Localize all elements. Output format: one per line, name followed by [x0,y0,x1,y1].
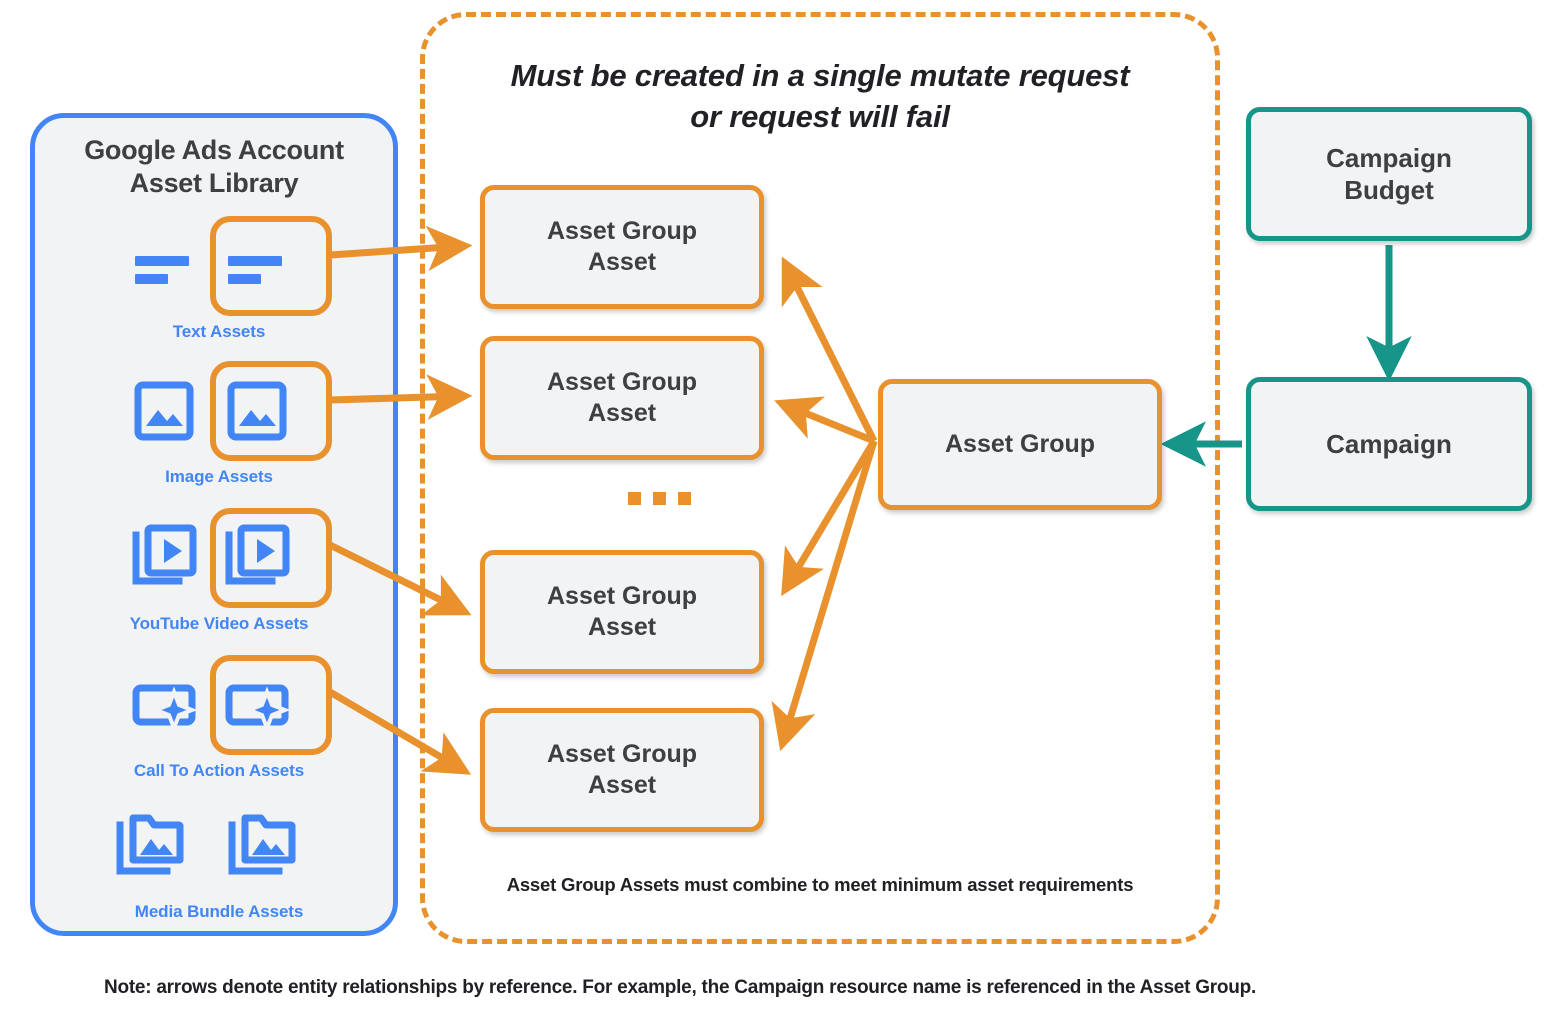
aga-3-line1: Asset Group [546,582,698,610]
ellipsis-dot [653,492,666,505]
mutate-container-title: Must be created in a single mutate reque… [440,55,1200,137]
asset-group-asset-node[interactable]: Asset Group Asset [480,185,764,309]
footer-note: Note: arrows denote entity relationships… [104,977,1256,998]
asset-library-title-line1: Google Ads Account [84,135,344,165]
video-play-stack-icon-highlighted [220,521,294,595]
cta-sparkle-icon-highlighted [220,668,294,742]
asset-caption-cta: Call To Action Assets [133,761,305,780]
aga-2-line2: Asset [587,399,657,427]
asset-row-cta[interactable]: Call To Action Assets [35,649,403,794]
selected-asset-highlight [210,361,332,461]
ellipsis-indicator [628,492,691,505]
asset-group-node[interactable]: Asset Group [878,379,1162,510]
campaign-budget-node[interactable]: Campaign Budget [1246,107,1532,241]
selected-asset-highlight [210,216,332,316]
asset-caption-text: Text Assets [172,322,266,341]
asset-library-title: Google Ads Account Asset Library [35,134,393,200]
asset-row-text[interactable]: Text Assets [35,210,403,355]
mutate-title-line2: or request will fail [690,99,950,135]
asset-library-panel: Google Ads Account Asset Library [30,113,398,936]
text-lines-icon-highlighted [220,229,294,303]
asset-icons-media-bundle [35,790,403,902]
asset-caption-media-bundle: Media Bundle Assets [134,902,304,921]
aga-1-line1: Asset Group [546,217,698,245]
asset-library-title-line2: Asset Library [129,167,299,198]
asset-group-asset-node[interactable]: Asset Group Asset [480,336,764,460]
campaign-budget-line1: Campaign [1326,142,1452,173]
asset-caption-image: Image Assets [165,467,273,486]
asset-group-asset-node[interactable]: Asset Group Asset [480,708,764,832]
asset-caption-video: YouTube Video Assets [129,614,309,633]
campaign-label: Campaign [1326,428,1452,459]
campaign-budget-line2: Budget [1344,175,1434,205]
video-play-stack-icon [127,521,201,595]
asset-row-image[interactable]: Image Assets [35,355,403,500]
cta-sparkle-icon [127,668,201,742]
asset-icons-text [35,210,403,322]
image-frame-icon [127,374,201,448]
image-frame-icon-highlighted [220,374,294,448]
mutate-title-line1: Must be created in a single mutate reque… [510,58,1130,93]
asset-icons-video [35,502,403,614]
ellipsis-dot [678,492,691,505]
aga-1-line2: Asset [587,248,657,276]
text-lines-icon [127,229,201,303]
selected-asset-highlight [210,655,332,755]
aga-2-line1: Asset Group [546,368,698,396]
media-bundle-folder-icon-2 [225,809,299,883]
aga-4-line1: Asset Group [546,740,698,768]
asset-icons-image [35,355,403,467]
asset-row-media-bundle[interactable]: Media Bundle Assets [35,790,403,935]
mutate-container-footnote: Asset Group Assets must combine to meet … [506,874,1134,895]
aga-4-line2: Asset [587,771,657,799]
campaign-node[interactable]: Campaign [1246,377,1532,511]
asset-row-video[interactable]: YouTube Video Assets [35,502,403,647]
mutate-request-container [420,12,1220,944]
ellipsis-dot [628,492,641,505]
aga-3-line2: Asset [587,613,657,641]
asset-group-asset-node[interactable]: Asset Group Asset [480,550,764,674]
selected-asset-highlight [210,508,332,608]
media-bundle-folder-icon [113,809,187,883]
asset-icons-cta [35,649,403,761]
asset-group-label: Asset Group [944,430,1096,458]
